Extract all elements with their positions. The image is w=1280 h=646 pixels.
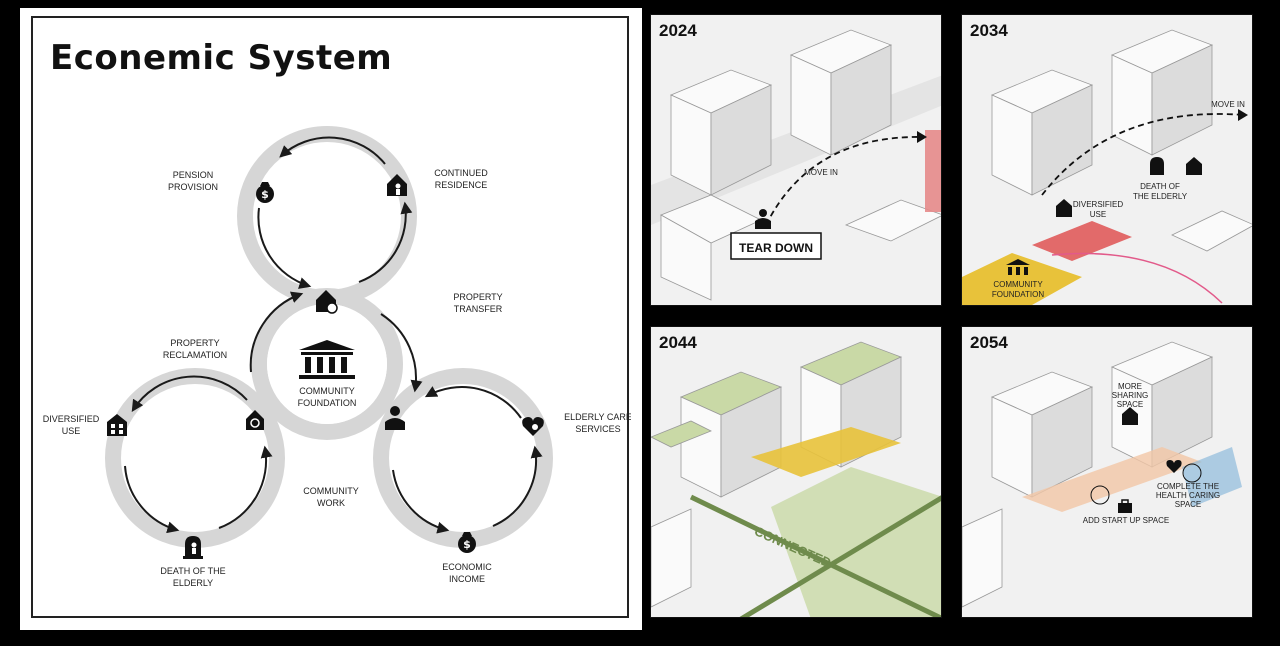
arrow-mid-2 bbox=[380, 313, 423, 393]
label-death-2: ELDERLY bbox=[173, 578, 213, 588]
arrow-right-2 bbox=[392, 469, 450, 534]
briefcase-icon-2054 bbox=[1118, 499, 1132, 513]
heart-icon-2054 bbox=[1166, 460, 1182, 473]
move-in-label-2034: MOVE IN bbox=[1211, 100, 1245, 109]
label-diversified-1: DIVERSIFIED bbox=[43, 414, 100, 424]
tear-down-label: TEAR DOWN bbox=[739, 241, 813, 255]
money-bag-income-icon: $ bbox=[458, 532, 476, 553]
economic-system-panel: Econemic System bbox=[31, 16, 631, 618]
label-pension-2: PROVISION bbox=[168, 182, 218, 192]
arrow-top-2 bbox=[257, 207, 312, 289]
tombstone-icon-2034 bbox=[1150, 157, 1164, 175]
sharing-label-3: SPACE bbox=[1117, 400, 1144, 409]
year-2054: 2054 bbox=[970, 333, 1008, 352]
heart-care-icon bbox=[522, 417, 544, 436]
diversified-icon-2034 bbox=[1056, 199, 1072, 217]
economic-system-frame: Econemic System bbox=[20, 8, 642, 630]
year-2034: 2034 bbox=[970, 21, 1008, 40]
panel-2054: MORE SHARING SPACE COMPLETE THE HEALTH C… bbox=[961, 326, 1253, 618]
arrow-left-3 bbox=[218, 445, 273, 529]
panel-2024: TEAR DOWN MOVE IN 2024 bbox=[650, 14, 942, 306]
sharing-label-2: SHARING bbox=[1112, 391, 1148, 400]
top-ring bbox=[237, 126, 417, 306]
tombstone-icon bbox=[183, 536, 203, 559]
left-ring bbox=[105, 368, 285, 548]
arrow-top-3 bbox=[358, 201, 413, 283]
arrow-right-1 bbox=[424, 386, 522, 419]
arrow-left-1 bbox=[131, 375, 248, 413]
move-in-label-2024: MOVE IN bbox=[804, 168, 838, 177]
arrow-left-2 bbox=[124, 465, 180, 534]
foundation-label-1-2034: COMMUNITY bbox=[993, 280, 1043, 289]
label-property-transfer-2: TRANSFER bbox=[454, 304, 503, 314]
label-property-transfer-1: PROPERTY bbox=[453, 292, 502, 302]
label-community-work-2: WORK bbox=[317, 498, 345, 508]
diversified-label-1-2034: DIVERSIFIED bbox=[1073, 200, 1123, 209]
year-2024: 2024 bbox=[659, 21, 697, 40]
label-income-1: ECONOMIC bbox=[442, 562, 492, 572]
panel-2024-illustration: TEAR DOWN MOVE IN bbox=[651, 15, 941, 305]
house-recycle-icon bbox=[246, 410, 264, 430]
label-elderly-care-2: SERVICES bbox=[575, 424, 620, 434]
panel-2034-illustration: MOVE IN DEATH OF THE ELDERLY DIVERSIFIED… bbox=[962, 15, 1252, 305]
arrow-top-1 bbox=[279, 136, 386, 165]
worker-person-icon bbox=[385, 406, 405, 430]
house-elder-icon bbox=[387, 174, 407, 196]
health-label-2: HEALTH CARING bbox=[1156, 491, 1220, 500]
label-diversified-2: USE bbox=[62, 426, 81, 436]
startup-label: ADD START UP SPACE bbox=[1083, 516, 1169, 525]
svg-text:$: $ bbox=[463, 538, 471, 551]
panel-2044-illustration: CONNECTED bbox=[651, 327, 941, 617]
panel-2044: CONNECTED 2044 bbox=[650, 326, 942, 618]
building-grid-icon bbox=[107, 414, 127, 436]
arrow-right-3 bbox=[492, 445, 543, 527]
right-ring bbox=[373, 368, 553, 548]
year-2044: 2044 bbox=[659, 333, 697, 352]
health-label-3: SPACE bbox=[1175, 500, 1202, 509]
panel-2034: MOVE IN DEATH OF THE ELDERLY DIVERSIFIED… bbox=[961, 14, 1253, 306]
label-income-2: INCOME bbox=[449, 574, 485, 584]
money-bag-icon: $ bbox=[256, 182, 274, 203]
label-death-1: DEATH OF THE bbox=[160, 566, 225, 576]
death-label-1-2034: DEATH OF bbox=[1140, 182, 1180, 191]
diagram-title: Econemic System bbox=[50, 38, 393, 78]
label-continued-1: CONTINUED bbox=[434, 168, 488, 178]
worker-icon-2024 bbox=[755, 209, 771, 229]
health-label-1: COMPLETE THE bbox=[1157, 482, 1219, 491]
label-pension-1: PENSION bbox=[173, 170, 214, 180]
svg-text:$: $ bbox=[261, 188, 269, 201]
arrow-mid-1 bbox=[249, 291, 304, 373]
building-icon-2034 bbox=[1186, 157, 1202, 175]
label-continued-2: RESIDENCE bbox=[435, 180, 488, 190]
label-foundation-1: COMMUNITY bbox=[299, 386, 355, 396]
building-icon-2054 bbox=[1122, 407, 1138, 425]
death-label-2-2034: THE ELDERLY bbox=[1133, 192, 1188, 201]
label-foundation-2: FOUNDATION bbox=[298, 398, 357, 408]
house-transfer-icon bbox=[316, 290, 338, 314]
sharing-label-1: MORE bbox=[1118, 382, 1142, 391]
bank-icon bbox=[299, 340, 355, 379]
label-elderly-care-1: ELDERLY CARE bbox=[564, 412, 631, 422]
economic-cycle-diagram: $ bbox=[43, 126, 631, 588]
foundation-label-2-2034: FOUNDATION bbox=[992, 290, 1045, 299]
label-reclamation-1: PROPERTY bbox=[170, 338, 219, 348]
bank-icon-2034 bbox=[1006, 259, 1030, 275]
label-reclamation-2: RECLAMATION bbox=[163, 350, 227, 360]
panel-2054-illustration: MORE SHARING SPACE COMPLETE THE HEALTH C… bbox=[962, 327, 1252, 617]
label-community-work-1: COMMUNITY bbox=[303, 486, 359, 496]
diversified-label-2-2034: USE bbox=[1090, 210, 1106, 219]
